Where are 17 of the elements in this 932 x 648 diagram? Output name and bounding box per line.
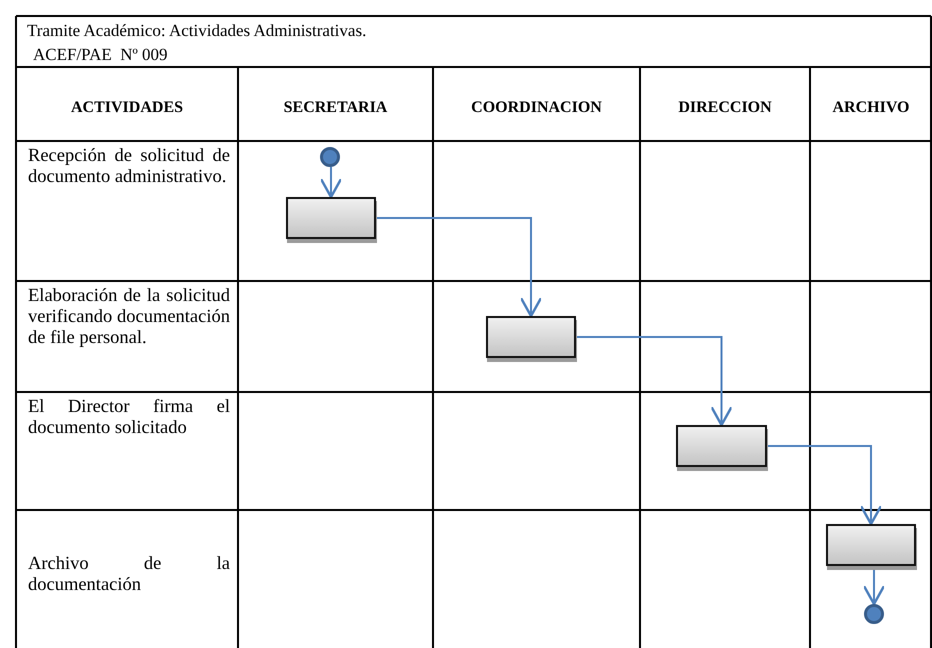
column-header: ARCHIVO <box>831 98 910 118</box>
terminal-circle <box>320 147 340 167</box>
activity-text: Recepción de solicitud de documento administrativo. <box>28 146 230 188</box>
activity-text: Archivo de la documentación <box>28 554 230 596</box>
flow-arrow <box>376 217 542 318</box>
column-header: ACTIVIDADES <box>70 98 184 118</box>
flow-arrow <box>320 167 342 198</box>
activity-text: Elaboración de la solicitud verificando documentación de file personal. <box>28 286 230 349</box>
column-header: SECRETARIA <box>282 98 388 118</box>
terminal-circle <box>864 604 884 624</box>
flow-arrow <box>576 336 733 426</box>
title: Tramite Académico: Actividades Administrativas. <box>27 20 366 41</box>
form-code: ACEF/PAE Nº 009 <box>33 44 168 65</box>
flow-arrow <box>767 445 882 526</box>
column-header: DIRECCION <box>677 98 773 118</box>
activity-text: El Director firma el documento solicitado <box>28 397 230 439</box>
column-header: COORDINACION <box>470 98 603 118</box>
